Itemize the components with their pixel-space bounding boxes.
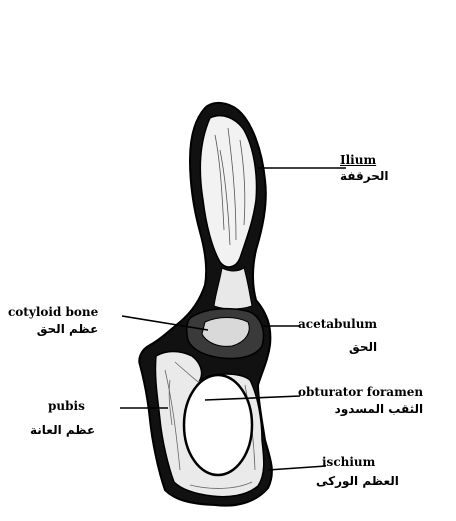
label-obturator-foramen: obturator foramen الثقب المسدود <box>298 386 423 415</box>
label-ilium: Ilium الحرقفة <box>340 154 389 182</box>
label-cotyloid-bone: cotyloid bone عظم الحق <box>8 306 98 335</box>
label-pubis-ar: عظم العانة <box>30 424 95 437</box>
label-pubis: pubis <box>48 400 85 413</box>
label-acetabulum-en: acetabulum <box>298 318 377 331</box>
obturator-foramen-opening <box>184 375 252 475</box>
label-acetabulum-ar: الحق <box>332 341 377 354</box>
label-obturator-foramen-ar: الثقب المسدود <box>310 403 423 416</box>
label-ischium-ar: العظم الوركى <box>316 475 399 488</box>
label-pubis-en: pubis <box>48 400 85 413</box>
label-ilium-ar: الحرقفة <box>340 170 389 183</box>
label-cotyloid-bone-en: cotyloid bone <box>8 306 98 319</box>
label-cotyloid-bone-ar: عظم الحق <box>32 323 98 336</box>
label-ischium: ischium العظم الوركى <box>322 456 399 487</box>
label-ischium-en: ischium <box>322 456 399 469</box>
label-ilium-en: Ilium <box>340 154 389 167</box>
label-acetabulum: acetabulum الحق <box>298 318 377 353</box>
label-obturator-foramen-en: obturator foramen <box>298 386 423 399</box>
leader-ischium <box>268 466 326 470</box>
